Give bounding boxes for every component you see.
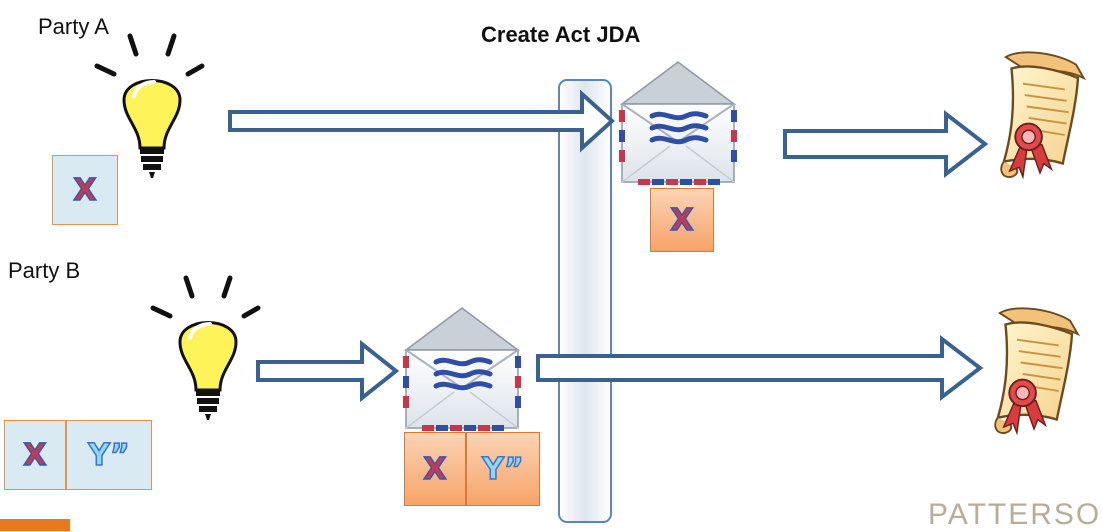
tile-y-letter: Y” [88,437,131,474]
tile-y-party-b: Y” [66,420,152,490]
tile-x-letter: X [73,172,98,209]
tile-y-envelope-b: Y” [466,432,540,506]
arrow-envelope-to-certificate-a [783,109,989,179]
certificate-scroll-icon [1000,51,1085,179]
arrow-envelope-to-certificate-b [536,334,984,402]
certificate-scroll-icon [994,307,1079,435]
tile-x-letter: X [670,202,695,239]
lightbulb-icon [153,278,258,420]
tile-x-envelope-a: X [650,188,714,252]
party-a-label: Party A [38,14,109,39]
arrow-party-a-to-envelope [228,89,615,153]
tile-x-letter: X [23,437,48,474]
corner-accent [0,519,70,531]
watermark-text: PATTERSO [928,498,1102,531]
party-b-label: Party B [8,258,81,283]
tile-x-party-a: X [52,155,118,225]
jda-band [558,79,612,523]
tile-x-letter: X [423,451,448,488]
envelope-icon [406,308,518,428]
tile-x-envelope-b: X [404,432,466,506]
tile-x-party-b: X [4,420,66,490]
diagram-title: Create Act JDA [481,22,641,47]
arrow-party-b-to-envelope [256,339,400,403]
tile-y-letter: Y” [482,451,525,488]
envelope-icon [622,62,734,182]
